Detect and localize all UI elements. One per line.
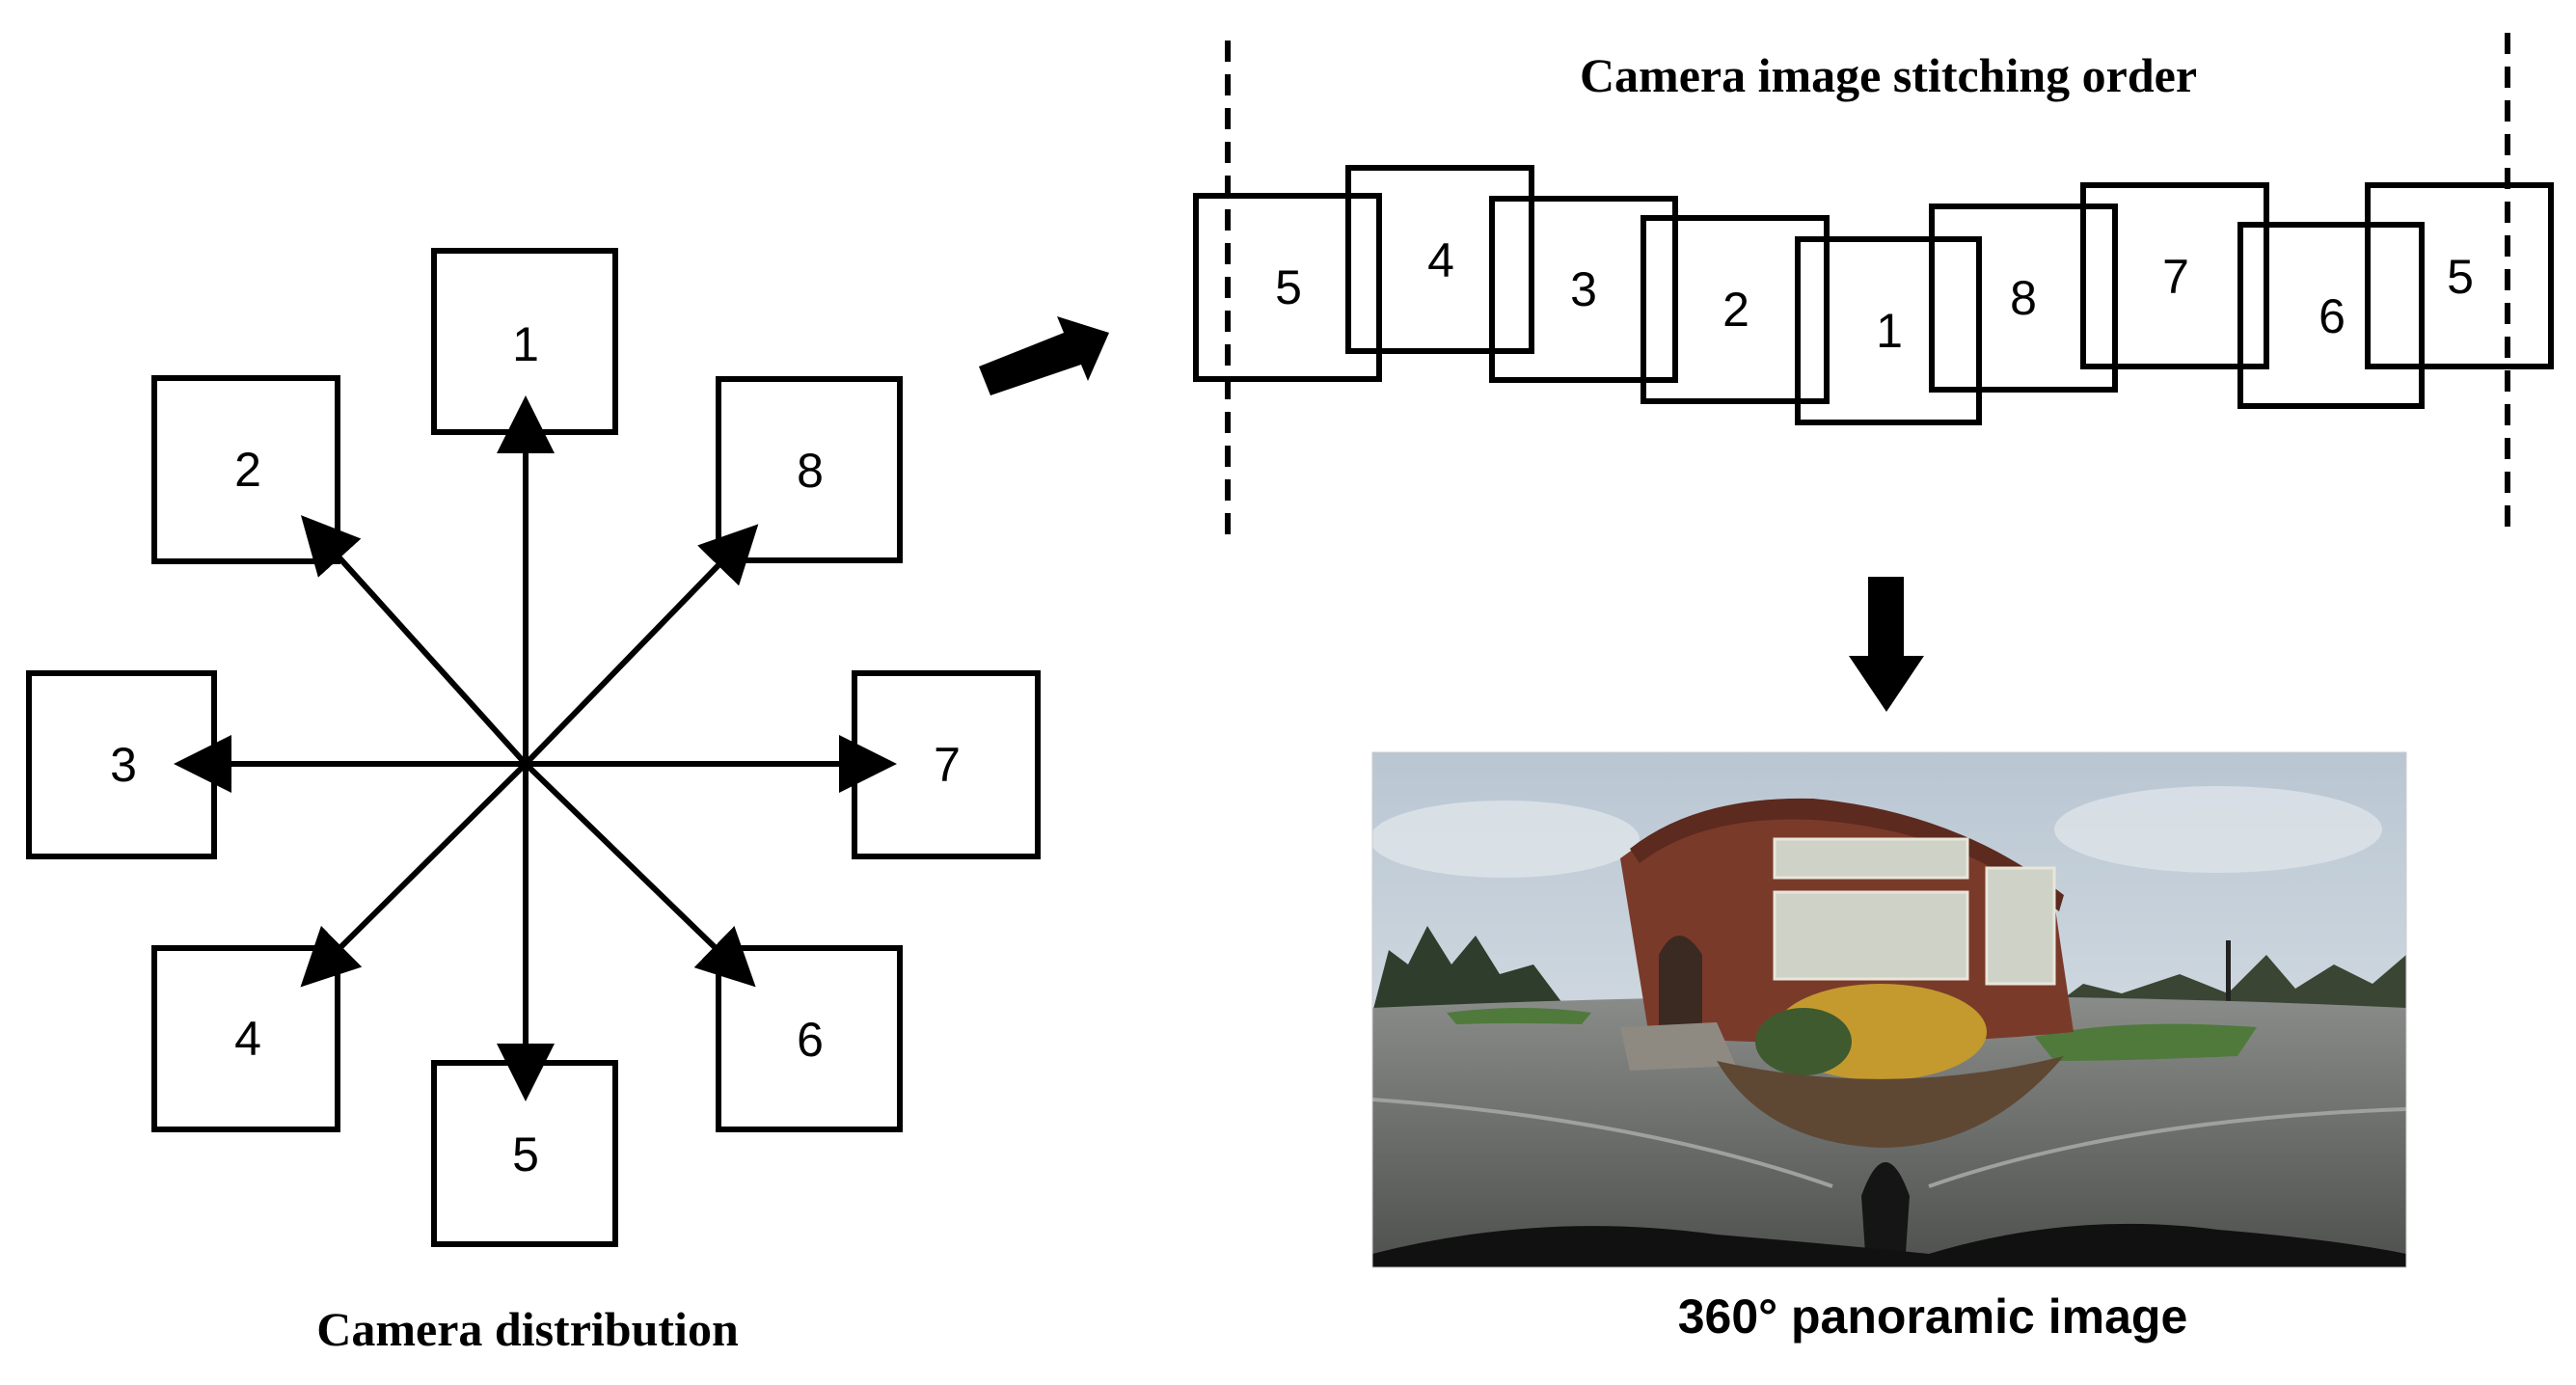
arrow-to-camera-4 <box>309 764 526 979</box>
camera-label-1: 1 <box>512 317 539 371</box>
stitching-order: Camera image stitching order 5 4 3 2 1 8… <box>1196 33 2551 538</box>
direction-arrows <box>185 407 885 1090</box>
stitch-label-7: 7 <box>2162 250 2189 304</box>
stitch-label-5-left: 5 <box>1275 260 1302 314</box>
stitching-title: Camera image stitching order <box>1580 48 2197 102</box>
flow-arrow-right <box>979 316 1109 395</box>
flow-arrow-down <box>1849 577 1924 712</box>
stitch-label-3: 3 <box>1570 262 1597 316</box>
panorama-caption: 360° panoramic image <box>1678 1290 2188 1344</box>
camera-distribution-caption: Camera distribution <box>316 1302 739 1356</box>
stitch-label-5-right: 5 <box>2447 250 2474 304</box>
stitch-label-2: 2 <box>1722 283 1749 337</box>
stitch-label-6: 6 <box>2318 289 2346 343</box>
camera-label-4: 4 <box>234 1012 261 1066</box>
camera-label-7: 7 <box>934 738 961 792</box>
stitch-label-1: 1 <box>1876 304 1903 358</box>
camera-label-8: 8 <box>797 444 824 498</box>
camera-label-3: 3 <box>110 738 137 792</box>
arrow-to-camera-2 <box>309 524 526 764</box>
stitch-label-8: 8 <box>2010 271 2037 325</box>
panorama-image <box>1369 752 2406 1267</box>
arrow-to-camera-6 <box>526 764 747 979</box>
camera-label-5: 5 <box>512 1127 539 1181</box>
camera-distribution: 1 2 3 4 5 6 7 8 Camera distribution <box>29 251 1038 1356</box>
stitch-label-4: 4 <box>1427 233 1454 287</box>
camera-label-6: 6 <box>797 1013 824 1067</box>
camera-label-2: 2 <box>234 443 261 497</box>
arrow-to-camera-8 <box>526 532 750 764</box>
